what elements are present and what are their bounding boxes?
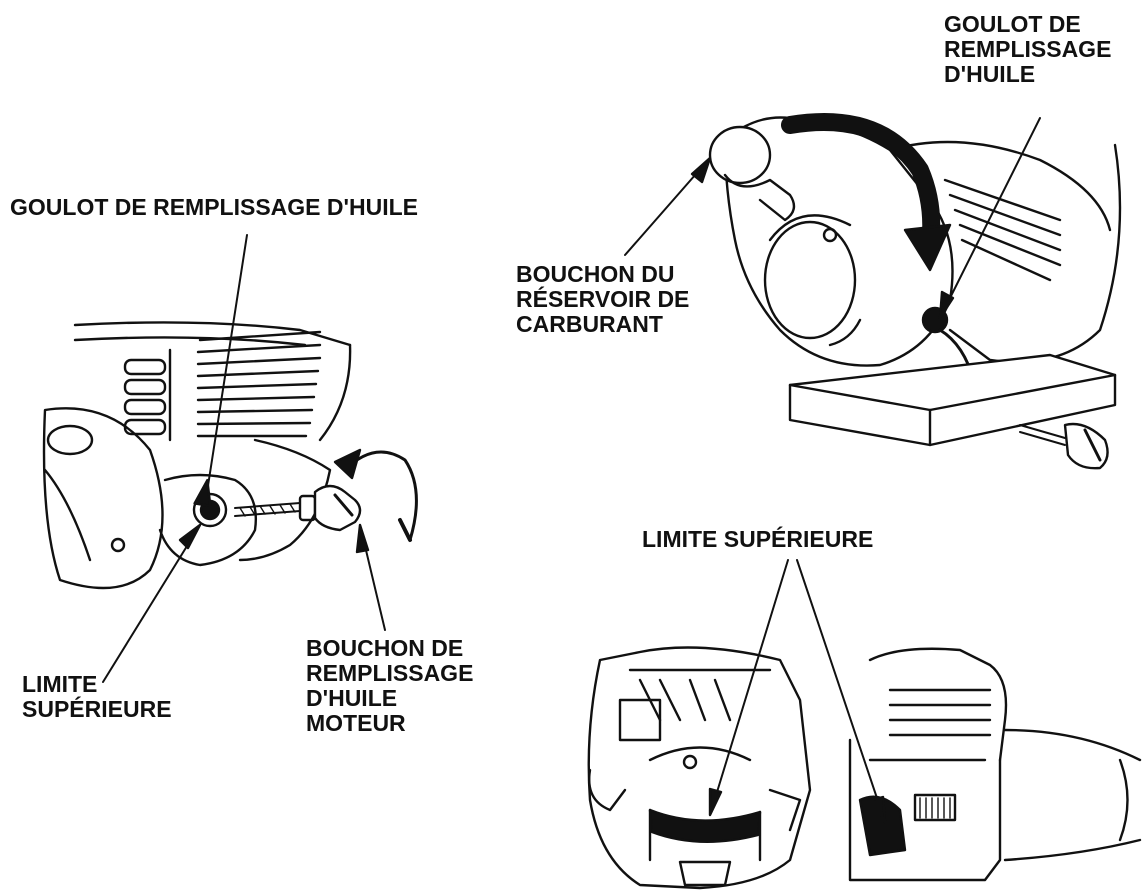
label-line: REMPLISSAGE xyxy=(306,661,473,686)
bottom-center-engine-drawing xyxy=(589,648,810,889)
label-line: GOULOT DE REMPLISSAGE D'HUILE xyxy=(10,195,418,220)
label-upper-limit-right: LIMITE SUPÉRIEURE xyxy=(642,527,873,552)
label-line: SUPÉRIEURE xyxy=(22,697,172,722)
top-right-engine-drawing xyxy=(625,118,1120,469)
label-line: BOUCHON DE xyxy=(306,636,473,661)
label-oil-neck-right: GOULOT DE REMPLISSAGE D'HUILE xyxy=(944,12,1111,87)
label-line: GOULOT DE xyxy=(944,12,1111,37)
label-line: D'HUILE xyxy=(944,62,1111,87)
label-fuel-tank-cap: BOUCHON DU RÉSERVOIR DE CARBURANT xyxy=(516,262,689,337)
bottom-right-engine-drawing xyxy=(850,649,1140,880)
left-engine-drawing xyxy=(44,235,416,682)
label-line: BOUCHON DU xyxy=(516,262,689,287)
label-line: MOTEUR xyxy=(306,711,473,736)
label-line: LIMITE SUPÉRIEURE xyxy=(642,527,873,552)
label-line: CARBURANT xyxy=(516,312,689,337)
label-line: RÉSERVOIR DE xyxy=(516,287,689,312)
label-line: LIMITE xyxy=(22,672,172,697)
label-oil-filler-cap: BOUCHON DE REMPLISSAGE D'HUILE MOTEUR xyxy=(306,636,473,736)
label-oil-neck-left: GOULOT DE REMPLISSAGE D'HUILE xyxy=(10,195,418,220)
label-line: D'HUILE xyxy=(306,686,473,711)
label-upper-limit-left: LIMITE SUPÉRIEURE xyxy=(22,672,172,722)
label-line: REMPLISSAGE xyxy=(944,37,1111,62)
